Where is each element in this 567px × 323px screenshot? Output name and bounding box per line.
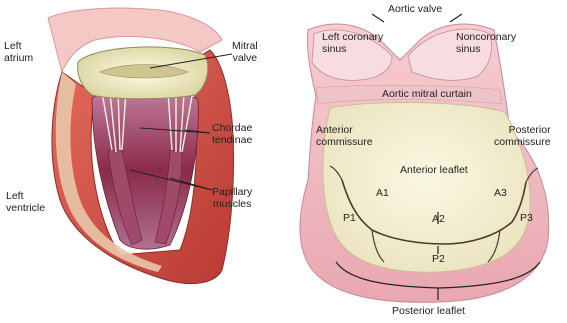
chordae-tendinae-label-line1: Chordae bbox=[212, 122, 252, 134]
scallop-a2-label: A2 bbox=[432, 213, 445, 225]
noncoronary-sinus-label-line2: sinus bbox=[456, 43, 516, 55]
anterior-commissure-label: Anterior commissure bbox=[316, 124, 373, 148]
left-ventricle-label-line2: ventricle bbox=[6, 202, 45, 214]
scallop-a3-label: A3 bbox=[494, 187, 507, 199]
posterior-commissure-label-line1: Posterior bbox=[494, 124, 551, 136]
chordae-tendinae-label-line2: tendinae bbox=[212, 134, 252, 146]
scallop-p2-label: P2 bbox=[432, 253, 445, 265]
anterior-commissure-label-line2: commissure bbox=[316, 136, 373, 148]
left-atrium-label-line1: Left bbox=[4, 40, 33, 52]
left-coronary-sinus-label-line1: Left coronary bbox=[322, 31, 383, 43]
noncoronary-sinus-label: Noncoronary sinus bbox=[456, 31, 516, 55]
left-atrium-label: Left atrium bbox=[4, 40, 33, 64]
left-ventricle-label-line1: Left bbox=[6, 190, 45, 202]
posterior-commissure-label-line2: commissure bbox=[494, 136, 551, 148]
anterior-commissure-label-line1: Anterior bbox=[316, 124, 373, 136]
mitral-valve-label: Mitral valve bbox=[232, 40, 258, 64]
left-atrium-label-line2: atrium bbox=[4, 52, 33, 64]
heart-cutaway-illustration bbox=[48, 8, 234, 283]
papillary-muscles-label-line2: muscles bbox=[212, 198, 252, 210]
mitral-valve-label-line1: Mitral bbox=[232, 40, 258, 52]
aortic-valve-label: Aortic valve bbox=[388, 3, 442, 15]
scallop-a1-label: A1 bbox=[376, 187, 389, 199]
left-coronary-sinus-label-line2: sinus bbox=[322, 43, 383, 55]
mitral-valve-label-line2: valve bbox=[232, 52, 258, 64]
posterior-commissure-label: Posterior commissure bbox=[494, 124, 551, 148]
aortic-mitral-curtain-label: Aortic mitral curtain bbox=[382, 88, 472, 100]
noncoronary-sinus-label-line1: Noncoronary bbox=[456, 31, 516, 43]
left-coronary-sinus-label: Left coronary sinus bbox=[322, 31, 383, 55]
papillary-muscles-label-line1: Papillary bbox=[212, 186, 252, 198]
posterior-leaflet-label: Posterior leaflet bbox=[392, 305, 465, 317]
papillary-muscles-label: Papillary muscles bbox=[212, 186, 252, 210]
scallop-p3-label: P3 bbox=[520, 212, 533, 224]
scallop-p1-label: P1 bbox=[343, 212, 356, 224]
left-ventricle-label: Left ventricle bbox=[6, 190, 45, 214]
anterior-leaflet-label: Anterior leaflet bbox=[400, 164, 468, 176]
chordae-tendinae-label: Chordae tendinae bbox=[212, 122, 252, 146]
